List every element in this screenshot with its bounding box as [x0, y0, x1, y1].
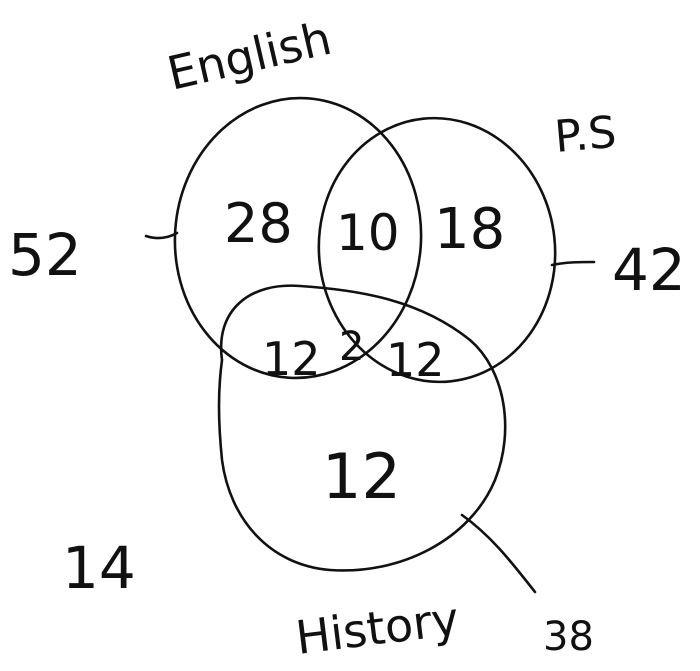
region-english-only: 28 — [224, 192, 293, 255]
region-english-history-only: 12 — [262, 332, 321, 386]
history-total: 38 — [543, 614, 594, 660]
english-set-label: English — [162, 11, 336, 101]
region-all-three: 2 — [339, 324, 364, 370]
region-ps-history-only: 12 — [386, 333, 445, 387]
english-total-pointer — [144, 231, 179, 240]
region-ps-only: 18 — [434, 197, 505, 262]
ps-total: 42 — [612, 236, 686, 304]
ps-total-pointer — [550, 260, 596, 267]
ps-set-label: P.S — [553, 107, 619, 163]
region-outside: 14 — [62, 534, 136, 602]
history-total-pointer — [460, 513, 537, 594]
ps-circle — [317, 116, 557, 384]
region-history-only: 12 — [322, 440, 401, 513]
history-circle — [217, 284, 507, 572]
region-english-ps-only: 10 — [336, 204, 400, 262]
english-total: 52 — [8, 221, 82, 289]
history-set-label: History — [293, 591, 462, 665]
english-circle — [173, 96, 423, 380]
